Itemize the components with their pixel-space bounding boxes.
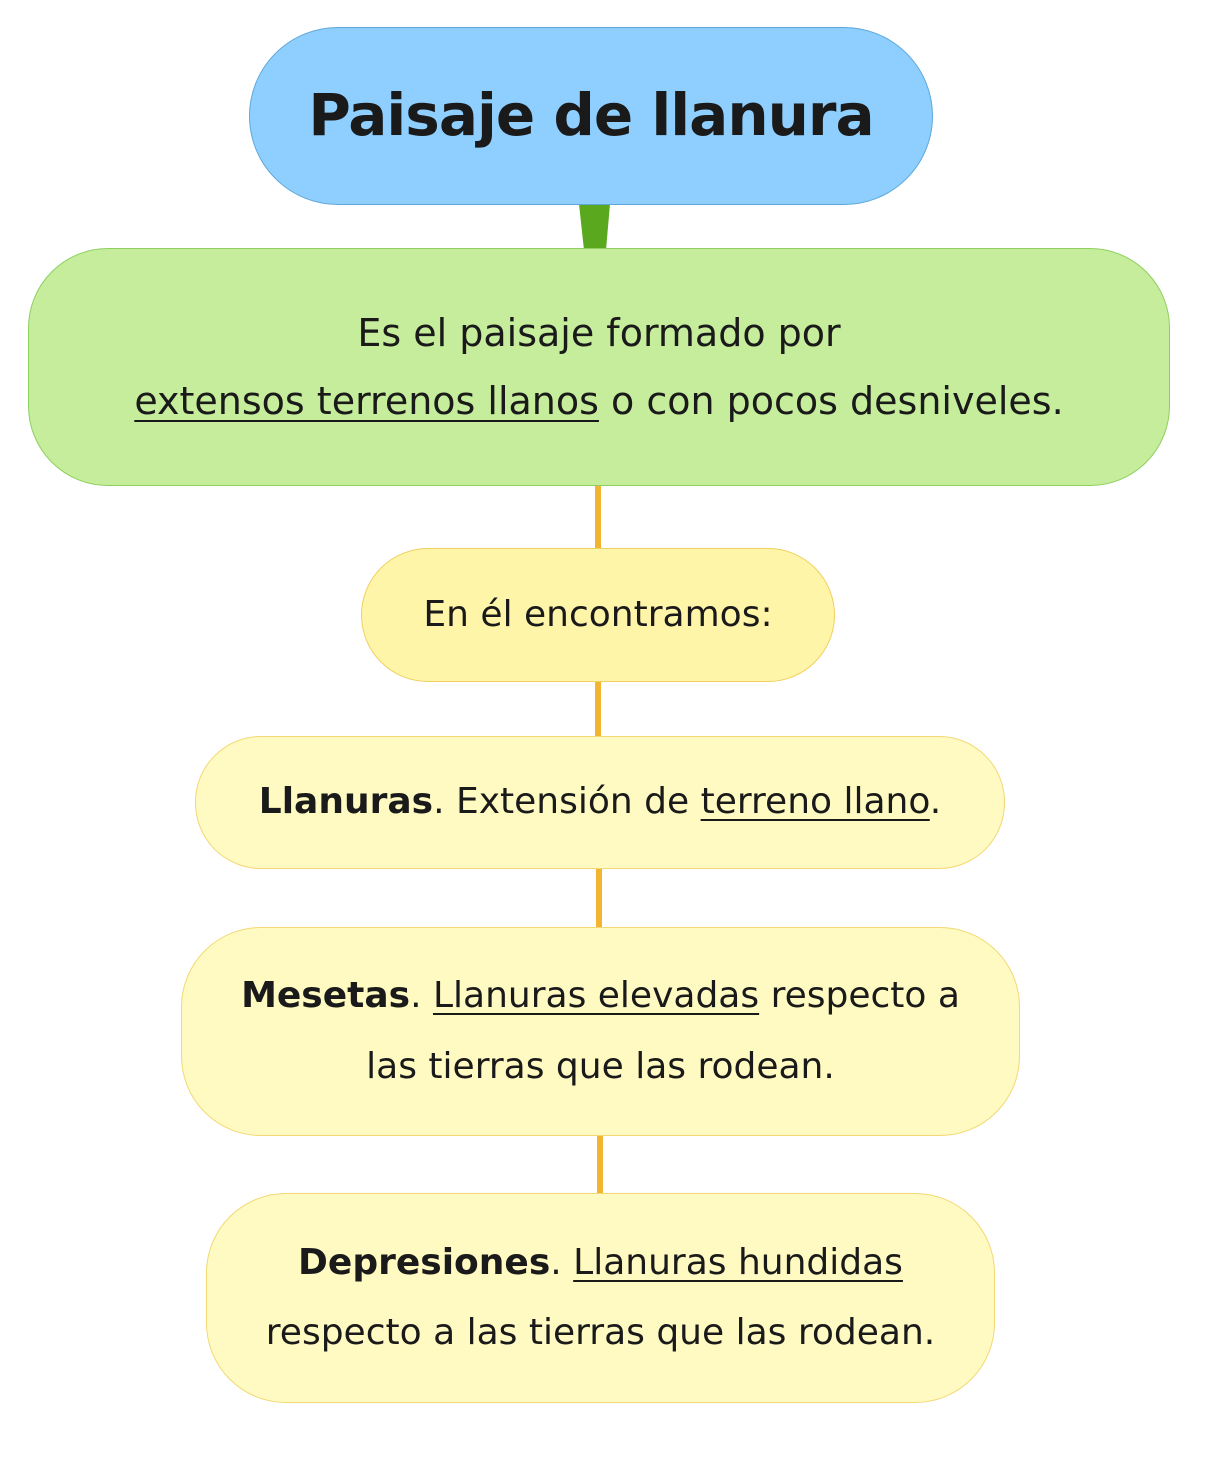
item-term: Llanuras [258, 781, 434, 823]
item-end: respecto a [759, 975, 960, 1017]
definition-text: Es el paisaje formado por extensos terre… [134, 299, 1063, 436]
root-node[interactable]: Paisaje de llanura [249, 27, 933, 205]
item-node-depresiones[interactable]: Depresiones. Llanuras hundidas respecto … [206, 1193, 995, 1403]
intro-node[interactable]: En él encontramos: [361, 548, 835, 682]
definition-line-1: Es el paisaje formado por [357, 310, 841, 355]
item-underlined: Llanuras hundidas [573, 1241, 903, 1283]
item-separator: . [410, 975, 433, 1017]
item-separator: . [550, 1241, 574, 1283]
item-text: Llanuras. Extensión de terreno llano. [259, 767, 941, 837]
item-underlined: terreno llano [700, 781, 930, 823]
item-underlined: Llanuras elevadas [432, 975, 760, 1017]
root-title: Paisaje de llanura [308, 81, 874, 150]
item-term: Depresiones [298, 1241, 551, 1283]
root-connector [579, 204, 610, 250]
item-text: Depresiones. Llanuras hundidas respecto … [266, 1228, 935, 1368]
item-line-2: respecto a las tierras que las rodean. [265, 1312, 936, 1353]
item-term: Mesetas [241, 975, 411, 1017]
item-node-mesetas[interactable]: Mesetas. Llanuras elevadas respecto a la… [181, 927, 1020, 1136]
item-node-llanuras[interactable]: Llanuras. Extensión de terreno llano. [195, 736, 1005, 869]
item-separator: . Extensión de [433, 781, 701, 823]
definition-node[interactable]: Es el paisaje formado por extensos terre… [28, 248, 1170, 486]
definition-underlined: extensos terrenos llanos [134, 379, 599, 423]
definition-line-2-rest: o con pocos desniveles. [598, 379, 1064, 423]
intro-text: En él encontramos: [423, 594, 773, 636]
item-text: Mesetas. Llanuras elevadas respecto a la… [241, 961, 960, 1101]
item-line-2: las tierras que las rodean. [366, 1045, 835, 1087]
item-end: . [929, 781, 942, 823]
